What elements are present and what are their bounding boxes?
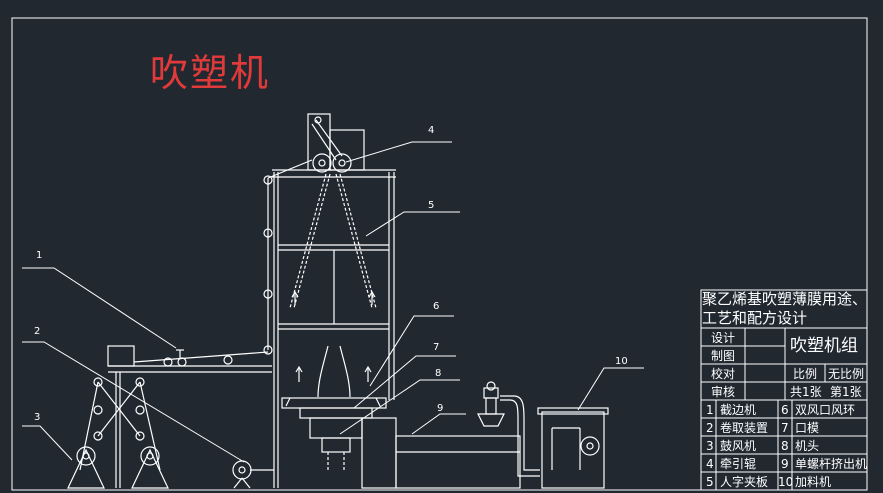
callout-8: 8 (435, 368, 441, 379)
title-block (700, 289, 868, 491)
role-review: 审核 (711, 385, 736, 399)
callout-numbers: 1 2 3 4 5 6 7 8 9 10 (34, 125, 628, 423)
part-name-9: 单螺杆挤出机 (795, 457, 868, 471)
air-flow-arrows (291, 290, 376, 382)
part-no-8: 8 (781, 439, 789, 453)
leader-lines (22, 141, 644, 463)
single-screw-extruder (361, 381, 540, 489)
herringbone-chains (289, 173, 377, 309)
part-name-8: 机头 (795, 439, 820, 453)
callout-10: 10 (615, 356, 628, 367)
part-name-7: 口模 (795, 421, 820, 435)
role-draw: 制图 (711, 349, 736, 363)
part-name-3: 鼓风机 (720, 439, 757, 453)
role-design: 设计 (711, 331, 736, 345)
scale-label: 比例 (793, 367, 818, 381)
loader-machine (537, 407, 609, 489)
callout-7: 7 (433, 342, 439, 353)
title-block-heading-1: 聚乙烯基吹塑薄膜用途、 (702, 290, 868, 308)
drawing-border (11, 17, 868, 491)
part-name-4: 牵引辊 (720, 457, 757, 471)
sheet-number: 第1张 (830, 385, 862, 399)
part-no-3: 3 (706, 439, 714, 453)
part-no-10: 10 (778, 475, 794, 489)
drawing-name: 吹塑机组 (790, 336, 858, 356)
scale-value: 无比例 (828, 367, 865, 381)
role-check: 校对 (711, 367, 736, 381)
part-no-9: 9 (781, 457, 789, 471)
part-no-5: 5 (706, 475, 714, 489)
callout-3: 3 (34, 412, 40, 423)
film-bubble (317, 345, 351, 398)
part-name-6: 双风口风环 (795, 403, 856, 417)
part-name-1: 截边机 (720, 403, 757, 417)
die-head-assembly (281, 397, 387, 470)
winding-section (67, 345, 274, 489)
callout-2: 2 (34, 326, 40, 337)
sheets-total: 共1张 (790, 385, 822, 399)
callout-1: 1 (36, 250, 42, 261)
part-no-6: 6 (781, 403, 789, 417)
drawing-title: 吹塑机 (150, 51, 271, 95)
title-block-heading-2: 工艺和配方设计 (702, 309, 808, 327)
part-no-1: 1 (706, 403, 714, 417)
part-no-2: 2 (706, 421, 714, 435)
tower-frame (263, 113, 396, 488)
callout-4: 4 (428, 125, 434, 136)
part-name-5: 人字夹板 (720, 475, 769, 489)
part-name-2: 卷取装置 (720, 421, 769, 435)
part-no-4: 4 (706, 457, 714, 471)
callout-6: 6 (433, 301, 439, 312)
part-no-7: 7 (781, 421, 789, 435)
callout-9: 9 (437, 403, 443, 414)
part-name-10: 加料机 (795, 475, 832, 489)
callout-5: 5 (428, 200, 434, 211)
